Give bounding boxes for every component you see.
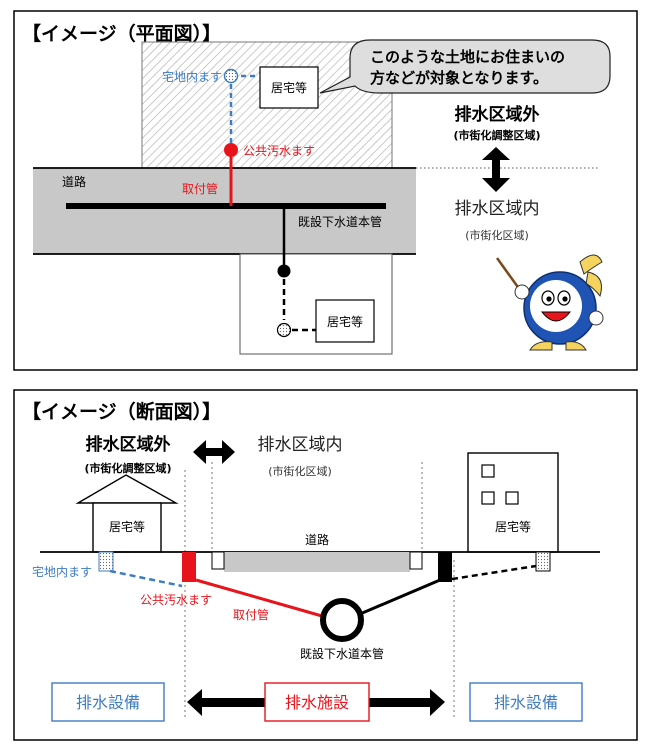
section-road-label: 道路 [305, 532, 329, 547]
section-inside-zone-sub: (市街化区域) [268, 464, 332, 478]
section-lateral-label: 取付管 [233, 607, 269, 622]
private-basin-right [535, 551, 551, 572]
residence-top-label: 居宅等 [271, 80, 307, 95]
section-outside-zone-sub: (市街化調整区域) [84, 461, 171, 475]
right-building [467, 452, 559, 553]
plan-inside-zone: 排水区域内 [455, 199, 540, 219]
section-public-basin-label: 公共汚水ます [140, 593, 212, 607]
residence-bottom-label: 居宅等 [327, 314, 363, 329]
drainage-equipment-left-box [51, 682, 165, 722]
private-basin-top [223, 68, 239, 84]
section-main-sewer-label: 既設下水道本管 [300, 646, 384, 661]
road-label: 道路 [62, 174, 86, 189]
section-private-basin-label: 宅地内ます [32, 564, 92, 579]
public-basin-section [182, 552, 196, 582]
section-inside-zone: 排水区域内 [258, 435, 343, 455]
main-sewer-label: 既設下水道本管 [298, 214, 382, 229]
section-road [224, 552, 410, 572]
lateral-label: 取付管 [182, 181, 218, 196]
vertical-double-arrow [482, 147, 510, 192]
residence-bottom-box [315, 299, 375, 343]
drainage-facility-box [264, 682, 370, 722]
road-band [33, 168, 416, 254]
right-basin-block [438, 552, 452, 582]
residence-right-label: 居宅等 [495, 519, 531, 534]
public-basin-label: 公共汚水ます [243, 144, 315, 158]
public-basin-top [224, 143, 238, 157]
residence-left-label: 居宅等 [109, 519, 145, 534]
plan-outside-zone-sub: (市街化調整区域) [453, 128, 540, 142]
plan-outside-zone: 排水区域外 [455, 104, 540, 125]
horizontal-double-arrow [193, 440, 235, 464]
section-lateral-pipe [195, 578, 323, 618]
callout-bubble: このような土地にお住まいの 方などが対象となります。 [319, 39, 611, 94]
section-title: 【イメージ（断面図）】 [22, 400, 221, 423]
plan-panel: 【イメージ（平面図）】 道路 既設下水道本管 居宅等 宅地内ます 公共汚水ます … [13, 10, 638, 371]
drainage-equipment-right: 排水設備 [494, 693, 558, 712]
private-basin-left [98, 551, 114, 572]
plan-title: 【イメージ（平面図）】 [22, 22, 221, 45]
private-basin-bottom [276, 322, 292, 338]
callout-line1: このような土地にお住まいの [370, 48, 565, 66]
fish-mascot-illustration [495, 254, 604, 351]
drainage-equipment-right-box [469, 682, 583, 722]
section-outside-zone: 排水区域外 [86, 434, 171, 455]
main-sewer-circle [320, 598, 364, 642]
left-house [75, 474, 179, 553]
plan-inside-zone-sub: (市街化区域) [465, 228, 529, 242]
section-panel: 【イメージ（断面図）】 排水区域外 (市街化調整区域) 排水区域内 (市街化区域… [13, 389, 638, 741]
drainage-equipment-left: 排水設備 [76, 693, 140, 712]
residence-top-box [259, 66, 319, 109]
drainage-facility: 排水施設 [285, 693, 349, 712]
callout-line2: 方などが対象となります。 [370, 69, 548, 87]
private-basin-label: 宅地内ます [162, 69, 222, 84]
